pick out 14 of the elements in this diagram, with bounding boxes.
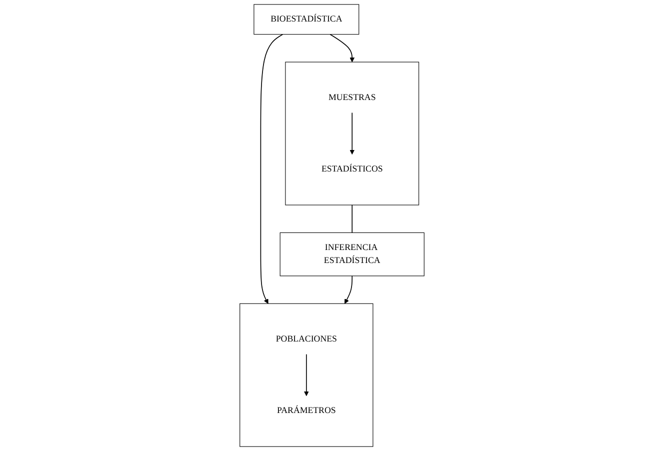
arrow [330,34,355,62]
node-text: POBLACIONES [276,334,337,344]
arrow [350,112,355,155]
arrow [344,276,353,304]
arrow [260,34,284,304]
node-box: INFERENCIA ESTADÍSTICA [280,232,424,276]
cluster [240,303,374,447]
node-box: BIOESTADÍSTICA [254,4,360,35]
node-text: PARÁMETROS [277,406,336,416]
arrow [304,354,309,396]
connector [352,204,353,234]
cluster [285,62,420,206]
node-text: MUESTRAS [328,92,376,102]
node-text: ESTADÍSTICOS [321,164,383,174]
